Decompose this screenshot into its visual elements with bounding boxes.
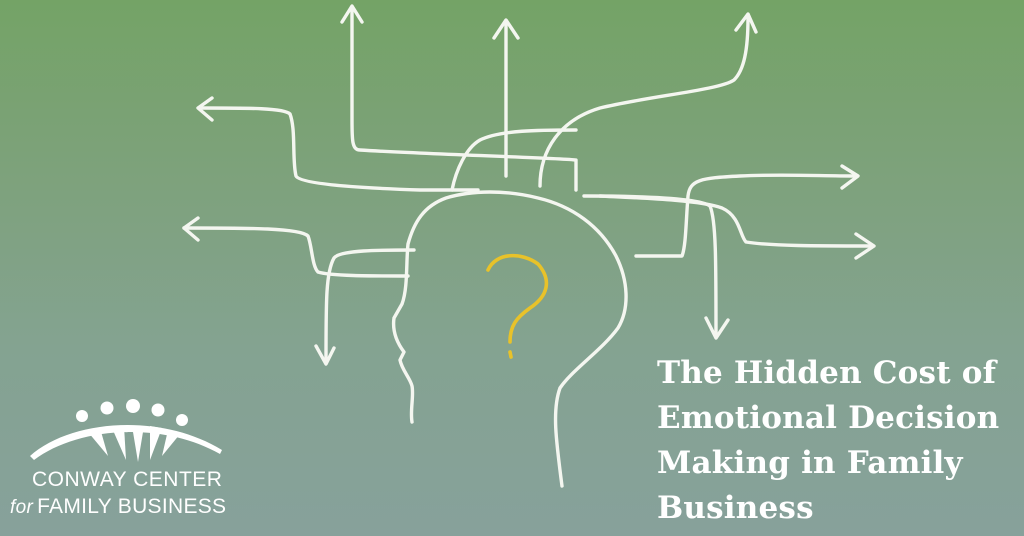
arrow-down-left: [324, 248, 416, 362]
logo-name: CONWAY CENTER: [32, 468, 223, 491]
headline-line-4: Business: [657, 490, 814, 526]
question-mark-icon: [486, 253, 549, 344]
logo-subtitle-main: FAMILY BUSINESS: [37, 495, 227, 518]
head-silhouette: [391, 190, 628, 488]
arrow-left-lower: [182, 226, 410, 278]
headline-line-1: The Hidden Cost of: [657, 355, 997, 391]
arrow-loop: [450, 128, 578, 192]
headline: The Hidden Cost of Emotional Decision Ma…: [657, 351, 1017, 531]
headline-line-3: Making in Family: [657, 445, 963, 481]
logo-subtitle-prefix: for: [10, 497, 34, 518]
headline-line-2: Emotional Decision: [657, 400, 1000, 436]
arrow-right-lower: [598, 194, 872, 248]
arrow-down-right: [582, 194, 718, 338]
people-arc-logo-icon: [30, 399, 222, 462]
arrow-up-right: [538, 16, 750, 188]
arrow-up-left: [350, 6, 578, 192]
arrow-left-upper: [198, 106, 480, 192]
arrow-right-upper: [634, 173, 856, 258]
